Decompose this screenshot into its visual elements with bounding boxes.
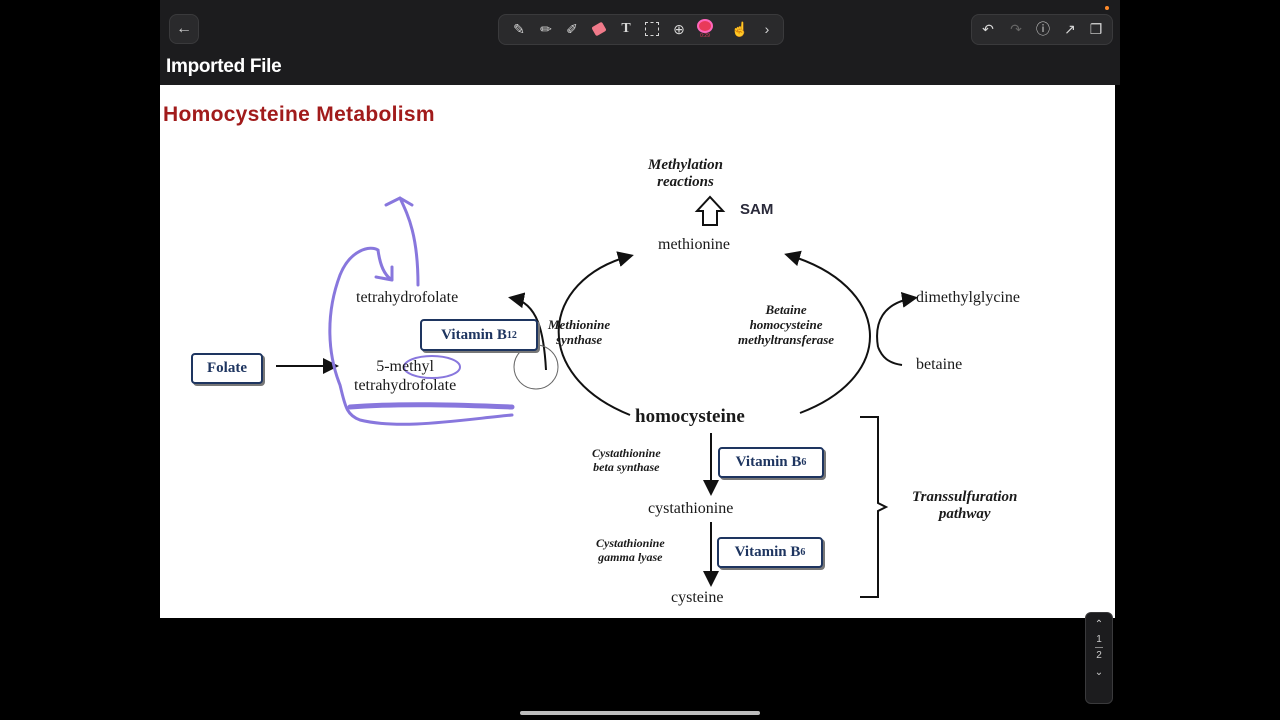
betaine-label: betaine bbox=[916, 356, 963, 373]
home-indicator[interactable] bbox=[520, 711, 760, 715]
export-icon[interactable]: ↗ bbox=[1064, 20, 1076, 37]
drawing-tools: ✎ ✏ ✐ T ⊕ 0:29 ☝ › bbox=[498, 14, 784, 45]
record-icon bbox=[697, 19, 713, 33]
page-up-icon[interactable]: ⌃ bbox=[1094, 619, 1104, 630]
tetrahydrofolate-label: tetrahydrofolate bbox=[356, 289, 459, 306]
gesture-icon[interactable]: ☝ bbox=[731, 20, 749, 37]
sam-label: SAM bbox=[740, 201, 774, 218]
eraser-icon[interactable] bbox=[589, 19, 609, 39]
dmg-arc bbox=[876, 291, 918, 348]
redo-icon[interactable]: ↷ bbox=[1010, 20, 1022, 37]
vitamin-b6-subscript-1: 6 bbox=[801, 457, 807, 468]
bhmt-label: Betaine homocysteine methyltransferase bbox=[738, 302, 835, 348]
lasso-icon[interactable] bbox=[642, 19, 662, 39]
record-timer: 0:29 bbox=[700, 33, 710, 39]
thf-arc bbox=[508, 292, 547, 371]
page-navigator[interactable]: ⌃ 1 2 ⌄ bbox=[1085, 612, 1113, 704]
vitamin-b6-text-1: Vitamin B bbox=[735, 454, 802, 470]
transsulfuration-bracket bbox=[860, 416, 889, 598]
cysteine-label: cysteine bbox=[671, 589, 724, 606]
transsulfuration-text: Transsulfuration pathway bbox=[912, 489, 1018, 523]
methionine-label: methionine bbox=[658, 236, 730, 253]
methionine-synthase-label: Methionine synthase bbox=[548, 317, 611, 348]
shapes-icon[interactable]: ⊕ bbox=[673, 20, 685, 37]
vitamin-b6-text-2: Vitamin B bbox=[734, 544, 801, 560]
methylation-label: Methylation reactions bbox=[648, 157, 723, 192]
cbs-text: Cystathionine beta synthase bbox=[592, 446, 661, 474]
pathway-diagram-lines bbox=[276, 195, 918, 598]
highlighter-icon[interactable]: ✐ bbox=[566, 20, 578, 37]
slide-canvas[interactable]: Homocysteine Metabolism bbox=[160, 85, 1115, 618]
pages-icon[interactable]: ❐ bbox=[1089, 20, 1103, 37]
transsulfuration-label: Transsulfuration pathway bbox=[912, 489, 1017, 524]
notification-dot bbox=[1105, 6, 1109, 10]
pen-icon[interactable]: ✎ bbox=[513, 20, 525, 37]
methylation-text: Methylation reactions bbox=[648, 157, 724, 191]
bhmt-text: Betaine homocysteine methyltransferase bbox=[738, 302, 835, 347]
cbs-label: Cystathionine beta synthase bbox=[592, 446, 661, 475]
cgl-text: Cystathionine gamma lyase bbox=[596, 536, 665, 564]
ink-annotation-loop bbox=[328, 196, 514, 426]
chevron-right-icon[interactable]: › bbox=[764, 21, 770, 37]
page-divider bbox=[1095, 647, 1103, 648]
sam-arrow-icon bbox=[694, 195, 726, 226]
pencil-icon[interactable]: ✏ bbox=[540, 20, 552, 37]
dimethylglycine-label: dimethylglycine bbox=[916, 289, 1020, 306]
vitamin-b12-text: Vitamin B bbox=[441, 326, 507, 343]
methionine-synthase-arc bbox=[557, 251, 634, 416]
vitamin-b12-subscript: 12 bbox=[506, 329, 517, 341]
page-total[interactable]: 2 bbox=[1096, 650, 1102, 661]
page-current[interactable]: 1 bbox=[1096, 634, 1102, 645]
info-icon[interactable]: ⓘ bbox=[1036, 21, 1050, 37]
page-down-icon[interactable]: ⌄ bbox=[1094, 667, 1104, 678]
vitamin-b6-subscript-2: 6 bbox=[800, 547, 806, 558]
cgl-label: Cystathionine gamma lyase bbox=[596, 536, 665, 565]
undo-icon[interactable]: ↶ bbox=[982, 20, 994, 37]
methionine-synthase-text: Methionine synthase bbox=[548, 317, 611, 347]
ink-underline bbox=[347, 402, 515, 410]
homocysteine-label: homocysteine bbox=[635, 406, 745, 427]
methyl-thf-label: 5-methyl tetrahydrofolate bbox=[354, 357, 456, 395]
document-title: Imported File bbox=[166, 56, 282, 77]
back-button[interactable]: ← bbox=[169, 14, 199, 44]
methyl-thf-text: 5-methyl tetrahydrofolate bbox=[354, 358, 457, 395]
right-toolbar: ↶ ↷ ⓘ ↗ ❐ bbox=[971, 14, 1113, 45]
cystathionine-label: cystathionine bbox=[648, 500, 734, 517]
slide-title: Homocysteine Metabolism bbox=[163, 103, 435, 126]
bhmt-arc bbox=[784, 250, 871, 414]
betaine-arc bbox=[877, 346, 903, 366]
folate-box: Folate bbox=[191, 353, 263, 384]
pointer-cursor bbox=[513, 344, 559, 390]
record-button[interactable]: 0:29 bbox=[695, 19, 715, 39]
arrow-left-icon: ← bbox=[176, 20, 192, 37]
text-icon[interactable]: T bbox=[621, 21, 631, 36]
ink-methyl-circle bbox=[403, 355, 461, 379]
